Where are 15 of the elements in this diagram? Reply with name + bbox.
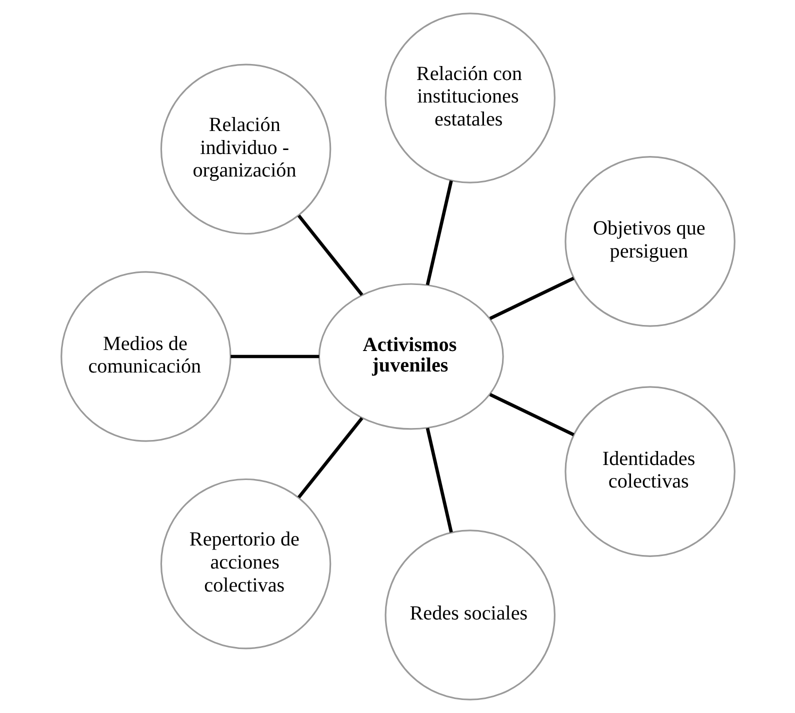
connector [488,392,574,436]
node-circle: Relación con instituciones estatales [384,12,556,184]
connector [296,417,363,498]
node-circle: Medios de comunicación [60,271,231,442]
connector [425,428,452,533]
node-circle: Redes sociales [384,530,556,700]
node-circle: Objetivos que persiguen [564,156,735,327]
connector [425,180,452,286]
connector [296,214,363,296]
node-circle: Identidades colectivas [564,386,735,557]
node-circle: Relación individuo - organización [160,64,331,235]
connector [230,354,319,358]
connector [488,276,574,320]
node-circle: Repertorio de acciones colectivas [160,478,331,650]
node-ellipse: Activismos juveniles [318,283,504,430]
